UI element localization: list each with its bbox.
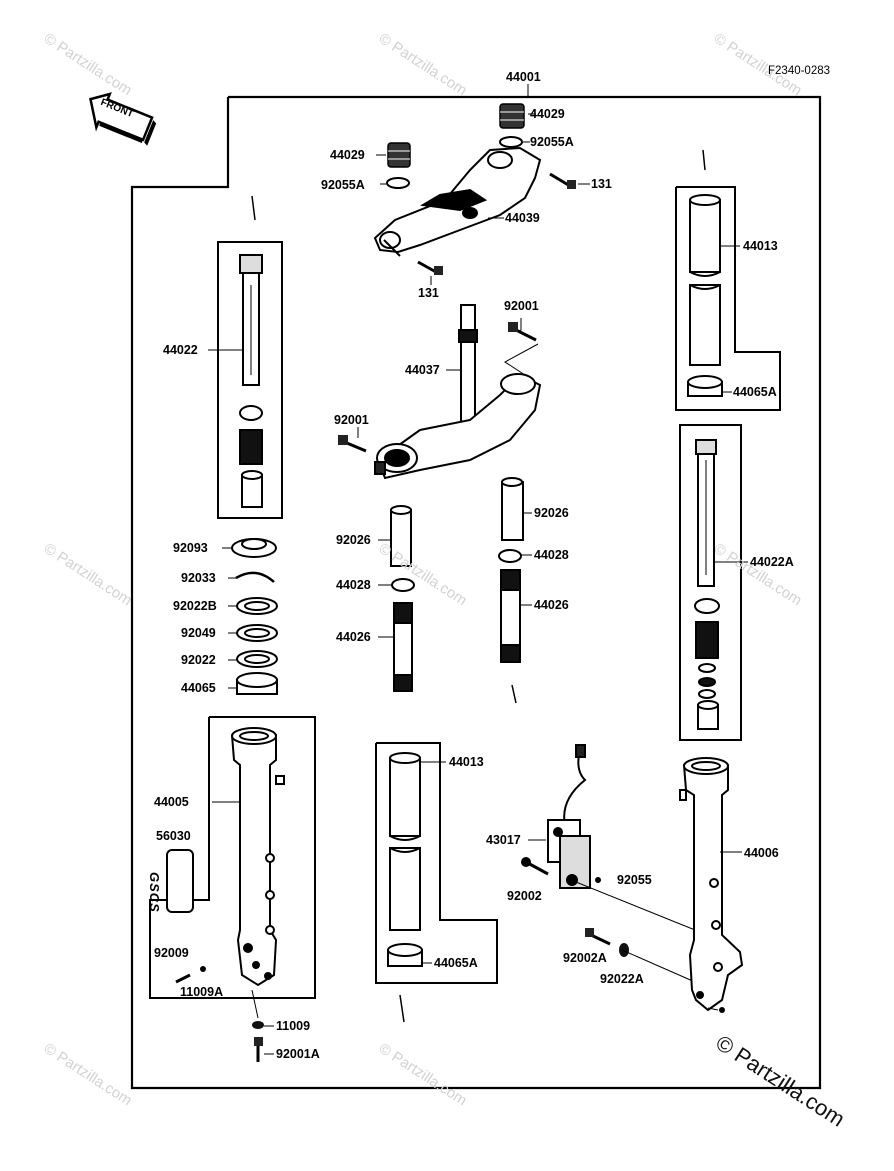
bolt-131b [417, 260, 443, 275]
part-label: 44065A [434, 956, 478, 970]
part-label: 92009 [154, 946, 189, 960]
part-label: 92022B [173, 599, 217, 613]
part-label: 11009 [276, 1019, 311, 1033]
bolt-92001b [338, 435, 367, 453]
part-label: 92026 [336, 533, 371, 547]
part-label: 131 [591, 177, 612, 191]
part-label: 44028 [534, 548, 569, 562]
part-label: 44006 [744, 846, 779, 860]
steering-stem [374, 304, 542, 480]
part-label: 44065 [181, 681, 216, 695]
part-label: 92055A [530, 135, 574, 149]
part-label: 43017 [486, 833, 521, 847]
frame-44022 [217, 241, 283, 519]
part-label: 92093 [173, 541, 208, 555]
cap-bolt-44029b [386, 142, 411, 189]
part-label: 92055 [617, 873, 652, 887]
part-label: 92049 [181, 626, 216, 640]
part-label: 44022 [163, 343, 198, 357]
part-label: 92026 [534, 506, 569, 520]
part-label: 44039 [505, 211, 540, 225]
fork-outer-44006 [679, 757, 744, 1012]
part-label: 44065A [733, 385, 777, 399]
part-label: 44026 [534, 598, 569, 612]
bolt-131a [549, 172, 576, 189]
assembly-frame [130, 95, 822, 1090]
frame-44013-bottom [375, 742, 498, 984]
part-label: 92022 [181, 653, 216, 667]
valve-43017 [547, 744, 591, 889]
fork-inner-44022A [694, 439, 720, 730]
part-label: 44037 [405, 363, 440, 377]
bolt-92001A [254, 1037, 263, 1062]
front-arrow-icon [89, 92, 157, 146]
part-label: 44013 [449, 755, 484, 769]
part-label: 92001 [504, 299, 539, 313]
cap-bolt-44029a [499, 103, 525, 148]
gscs-logo-text: GSCS [147, 872, 162, 913]
part-label: 92002 [507, 889, 542, 903]
part-label: 92001 [334, 413, 369, 427]
part-label: 44001 [506, 70, 541, 84]
part-label: 92002A [563, 951, 607, 965]
seal-stack [231, 538, 278, 695]
figure-code: F2340-0283 [768, 65, 831, 77]
part-label: 44028 [336, 578, 371, 592]
upper-bracket [373, 146, 542, 257]
fork-outer-44005 [230, 727, 285, 987]
part-label: 131 [418, 286, 439, 300]
part-label: 11009A [180, 985, 224, 999]
part-label: 92055A [321, 178, 365, 192]
bolt-92002A [585, 928, 611, 946]
fork-tube-44013-bottom [387, 752, 423, 967]
part-label: 44005 [154, 795, 189, 809]
frame-44022A [679, 424, 742, 741]
part-label: 56030 [156, 829, 191, 843]
part-label: 44022A [750, 555, 794, 569]
part-label: 92033 [181, 571, 216, 585]
fork-inner-44022 [239, 254, 263, 508]
part-label: 44026 [336, 630, 371, 644]
part-label: 44013 [743, 239, 778, 253]
part-label: 44029 [330, 148, 365, 162]
part-label: 92001A [276, 1047, 320, 1061]
screw-92009 [175, 973, 191, 984]
center-parts-right [498, 477, 524, 663]
fork-tube-44013-top [687, 194, 723, 397]
gscs-logo-icon [166, 849, 194, 913]
frame-44013-top [675, 186, 781, 411]
part-label: 44029 [530, 107, 565, 121]
frame-44005 [149, 716, 316, 999]
part-label: 92022A [600, 972, 644, 986]
bolt-92001a [508, 322, 537, 342]
center-parts-left [390, 505, 415, 692]
